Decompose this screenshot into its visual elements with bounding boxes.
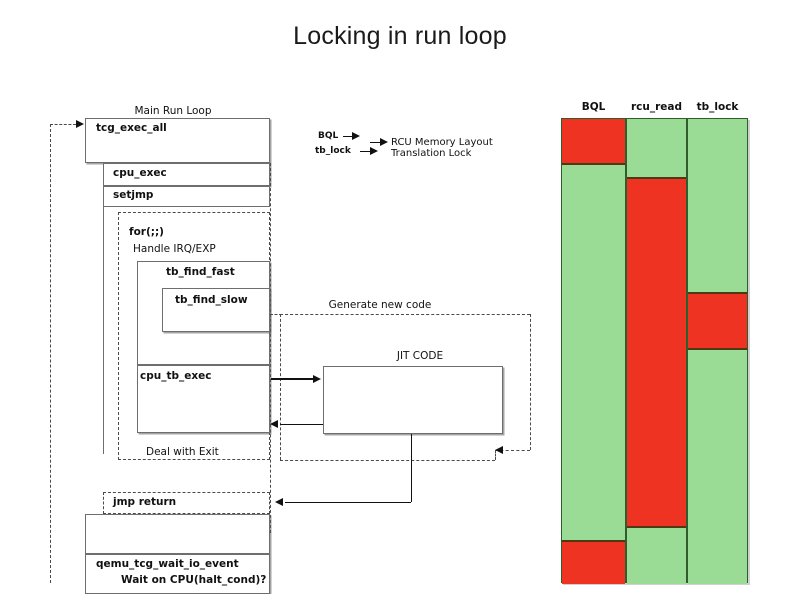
arrow-jit-to-jmp-return-head-icon [275,497,283,506]
legend-bql-arrow-line [343,136,357,137]
wait-on-cpu-label: Wait on CPU(halt_cond)? [121,574,267,586]
generate-new-code-caption: Generate new code [328,299,432,311]
node-tb-find-fast-label: tb_find_fast [166,266,235,278]
node-jmp-return[interactable] [103,492,270,514]
node-tcg-exec-all[interactable] [85,118,270,163]
node-cpu-tb-exec-label: cpu_tb_exec [140,370,212,382]
main-run-loop-caption: Main Run Loop [134,105,212,117]
legend-bql-arrowhead-icon [352,131,360,140]
legend-tb-lock-label: tb_lock [315,146,351,156]
legend-tb-lock-arrowhead-icon [370,146,378,155]
generate-region-bottom [280,460,495,461]
node-tb-find-slow[interactable] [162,288,270,332]
node-cpu-exec-label: cpu_exec [113,167,167,179]
generate-region-bottom-right [495,450,530,451]
legend-rcu-memory-layout-label: RCU Memory Layout [391,137,493,148]
arrow-cpu-tb-exec-to-jit-line [271,378,315,380]
tb-find-slow-to-generate-dashed [270,314,282,315]
deal-with-exit-label: Deal with Exit [146,446,219,458]
legend-rcu-arrow-line [370,142,384,143]
lock-column-header-tb-lock: tb_lock [696,101,739,113]
node-setjmp-label: setjmp [113,189,154,201]
generate-region-arrowhead-icon [495,445,503,454]
lock-segment-rcu-read-free [627,527,686,584]
handle-irq-label: Handle IRQ/EXP [133,243,216,255]
arrow-jit-to-cpu-tb-exec-head-icon [270,419,278,428]
lock-segment-rcu-read-held [627,178,686,527]
generate-region-top [280,314,530,315]
node-cpu-exec[interactable] [103,163,270,186]
lock-segment-bql-held [562,119,625,164]
lock-segment-bql-held [562,541,625,584]
node-qemu-tcg-wait-io-event-label: qemu_tcg_wait_io_event [96,558,239,570]
arrow-jit-to-cpu-tb-exec-line [280,424,323,425]
lock-segment-rcu-read-free [627,119,686,178]
generate-region-right [530,314,531,450]
lock-segment-tb-lock-free [688,349,747,584]
lock-column-bql[interactable] [561,118,626,584]
page-title: Locking in run loop [293,22,507,50]
node-tcg-exec-all-label: tcg_exec_all [96,122,167,134]
node-cpu-tb-exec[interactable] [137,365,270,433]
cpu-exec-left-edge [103,186,104,454]
legend-rcu-arrowhead-icon [380,137,388,146]
lock-column-rcu-read[interactable] [626,118,687,584]
legend-tb-lock-arrow-line [360,151,374,152]
node-tb-find-slow-label: tb_find_slow [175,294,248,306]
arrow-jit-to-jmp-return-horizontal [285,502,411,503]
node-outer-lower-container [85,514,270,554]
jit-code-caption: JIT CODE [396,350,444,362]
loop-back-dashed-vertical [50,124,51,583]
lock-column-header-bql: BQL [581,101,606,113]
loop-back-arrowhead-icon [76,119,84,128]
generate-region-left [280,314,281,460]
legend-bql-label: BQL [318,131,339,141]
node-jmp-return-label: jmp return [113,496,177,508]
lock-column-tb-lock[interactable] [687,118,748,584]
cpu-exec-dashed-right-edge [270,163,271,533]
lock-segment-tb-lock-free [688,119,747,293]
arrow-jit-to-jmp-return-vertical [411,434,412,502]
lock-column-header-rcu-read: rcu_read [630,101,683,113]
arrow-cpu-tb-exec-to-jit-head-icon [313,374,321,383]
lock-segment-tb-lock-held [688,293,747,349]
legend-translation-lock-label: Translation Lock [391,148,472,159]
loop-back-dashed-horizontal [50,124,76,125]
lock-segment-bql-free [562,164,625,541]
node-jit-code[interactable] [323,366,503,434]
for-loop-label: for(;;) [129,226,164,238]
generate-region-bottom-connector [495,450,496,460]
